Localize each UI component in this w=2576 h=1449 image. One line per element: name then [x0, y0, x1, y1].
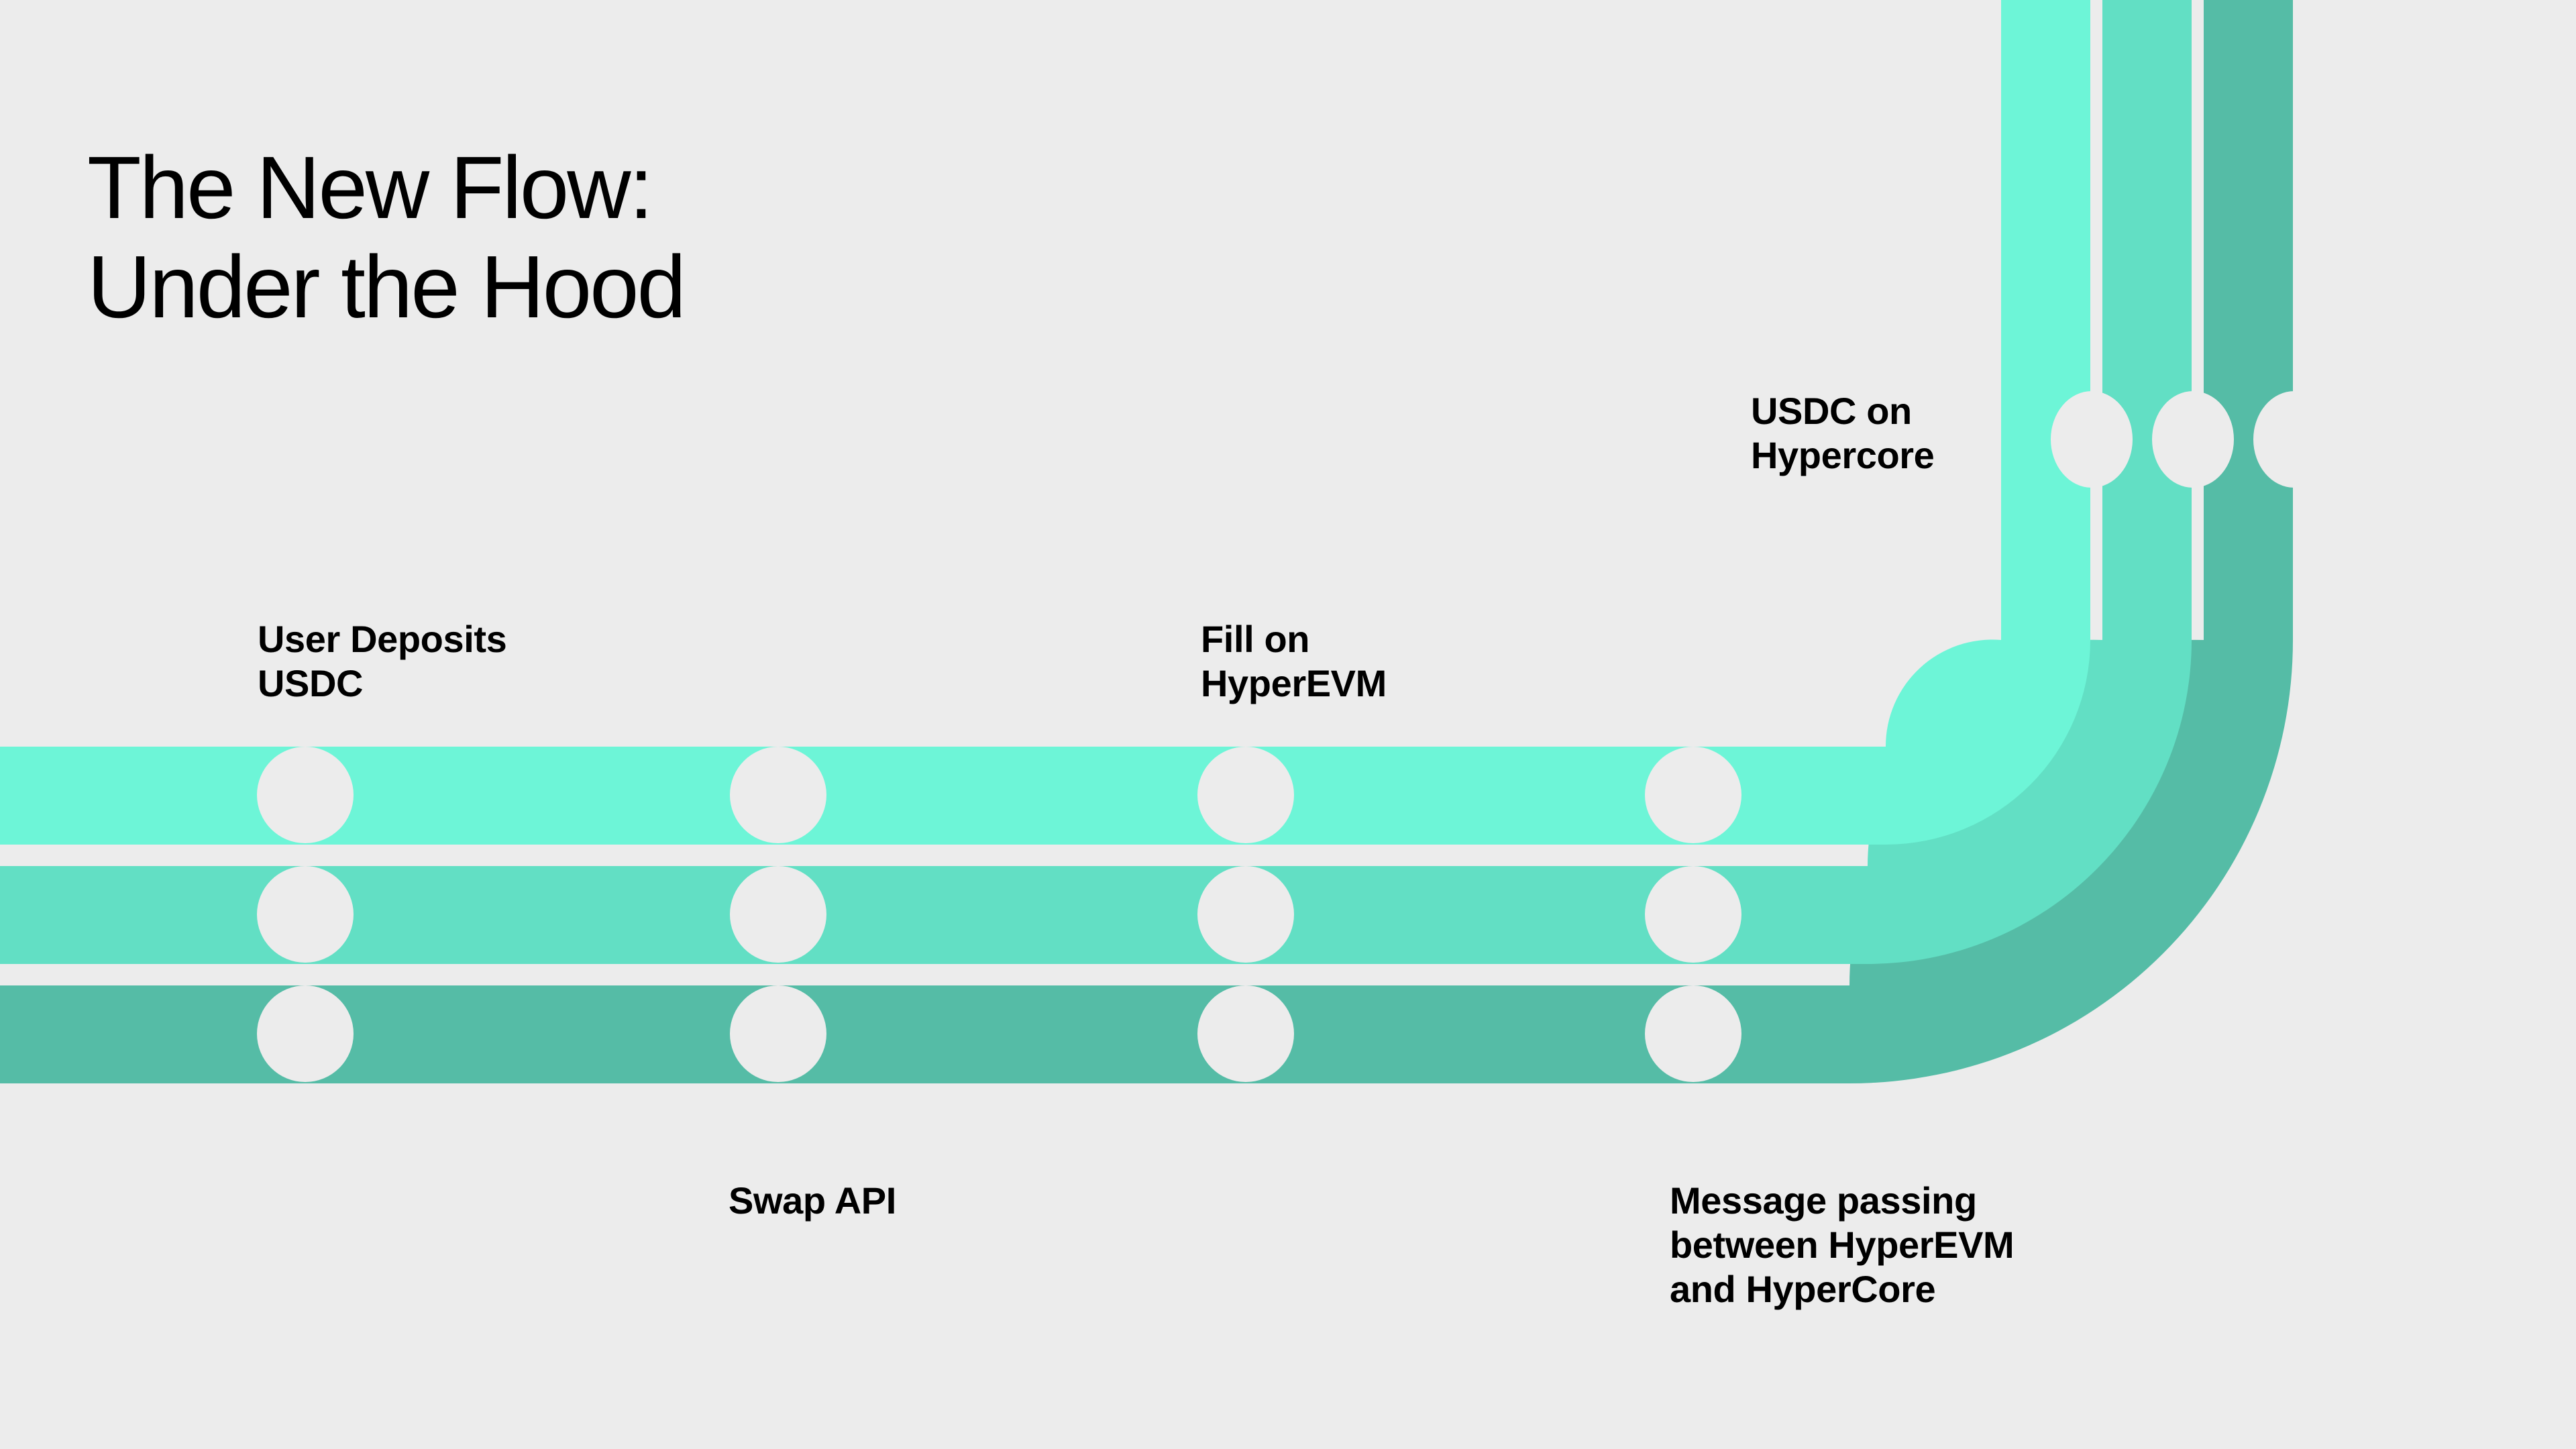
node-dot[interactable]: [257, 985, 354, 1082]
node-dot[interactable]: [1197, 985, 1294, 1082]
node-dot[interactable]: [1197, 866, 1294, 963]
label-user-deposits: User Deposits USDC: [258, 618, 507, 705]
page-title: The New Flow: Under the Hood: [87, 138, 686, 337]
label-usdc-on-hypercore: USDC on Hypercore: [1751, 390, 1935, 477]
node-dot[interactable]: [1645, 985, 1741, 1082]
node-dot[interactable]: [730, 747, 826, 843]
node-dot-vertical[interactable]: [2051, 391, 2133, 488]
ribbon-lane-3-dark: [0, 0, 2293, 1083]
label-fill-on-hyperevm: Fill on HyperEVM: [1201, 618, 1387, 705]
ribbon-lane-1-light: [0, 0, 2090, 845]
ribbon-lane-2-medium: [0, 0, 2192, 964]
node-dot[interactable]: [257, 747, 354, 843]
node-dot[interactable]: [1197, 747, 1294, 843]
label-swap-api: Swap API: [729, 1179, 896, 1222]
node-dot[interactable]: [1645, 747, 1741, 843]
node-dot-vertical[interactable]: [2152, 391, 2234, 488]
node-dot[interactable]: [1645, 866, 1741, 963]
node-dot[interactable]: [257, 866, 354, 963]
node-dot[interactable]: [730, 985, 826, 1082]
label-message-passing: Message passing between HyperEVM and Hyp…: [1670, 1179, 2015, 1311]
node-dot[interactable]: [730, 866, 826, 963]
node-dot-vertical[interactable]: [2253, 391, 2335, 488]
